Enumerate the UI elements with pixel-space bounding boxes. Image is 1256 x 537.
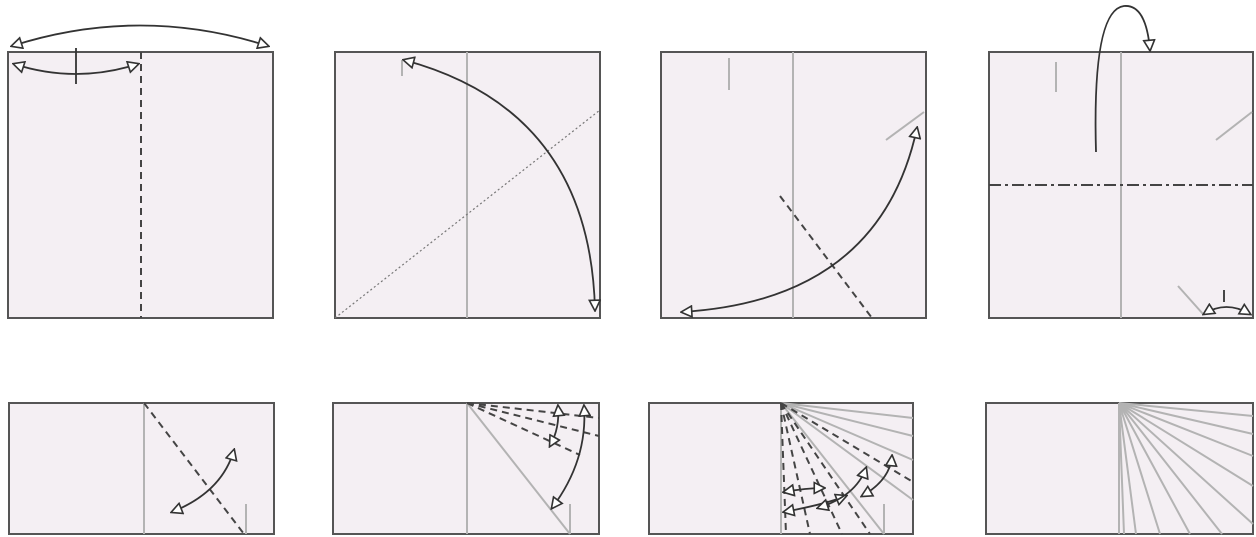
crease-fan-line-2 (1118, 402, 1254, 435)
valley-fan-line-4 (780, 402, 871, 535)
crease-fan-line-1 (780, 402, 914, 419)
corner-crease (1177, 285, 1204, 315)
step-8 (985, 402, 1254, 535)
two-way-arrow-diagonal (172, 450, 234, 512)
crease-fan-line-1 (1118, 402, 1254, 417)
two-way-arrow-arc (404, 60, 595, 310)
valley-fan-line-3 (466, 402, 581, 456)
crease-fan-line-3 (780, 402, 914, 461)
crease-fan-line-9 (1118, 402, 1137, 535)
crease-fan-line-7 (1118, 402, 1191, 535)
paper-rectangle (8, 402, 275, 535)
two-way-arrow-small (14, 64, 138, 75)
crease-fan-line-8 (1118, 402, 1161, 535)
two-way-arrow-top (12, 24, 268, 47)
crease-fan-line-4 (1118, 402, 1254, 487)
short-diagonal-crease (1215, 111, 1253, 141)
step-3 (660, 51, 927, 319)
step-5 (8, 402, 275, 535)
fold-behind-arrow (1094, 5, 1150, 153)
two-way-arrow-4 (862, 456, 892, 496)
two-way-arrow-arc (682, 128, 917, 312)
crease-fan-line-10 (1118, 402, 1125, 535)
step-4 (988, 5, 1254, 319)
crease-fan-line-3 (1118, 402, 1254, 457)
step-2 (334, 51, 600, 319)
crease-fan-line-2 (780, 402, 914, 437)
valley-fan-line-5 (780, 402, 914, 483)
step-1 (7, 24, 274, 319)
crease-fan-line-5 (1118, 402, 1254, 525)
two-way-arrow-small (1204, 307, 1250, 314)
two-way-arrow-large (552, 406, 584, 508)
diagonal-crease (466, 402, 571, 535)
crease-fan-line-6 (1118, 402, 1223, 535)
step-6 (332, 402, 600, 535)
step-7 (648, 402, 914, 535)
